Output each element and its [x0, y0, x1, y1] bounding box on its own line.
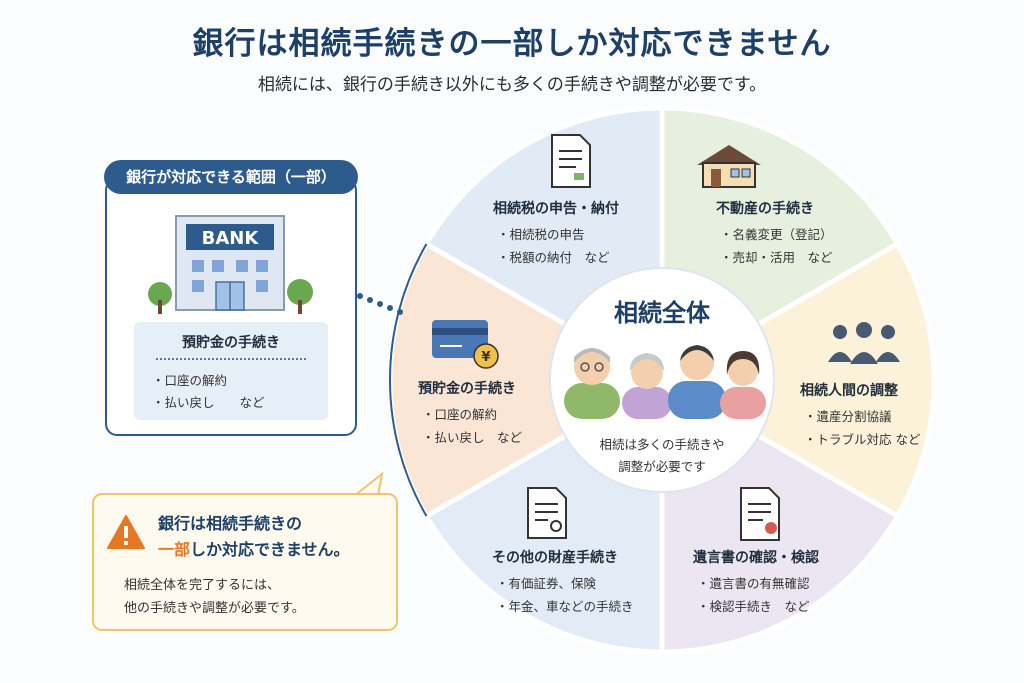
warning-body-line2: 他の手続きや調整が必要です。: [124, 601, 305, 616]
segment-item-heirs: ・トラブル対応 など: [804, 432, 921, 447]
bank-scope-tab: 銀行が対応できる範囲（一部）: [104, 160, 358, 194]
bank-building-icon: BANK: [148, 215, 313, 314]
svg-text:¥: ¥: [481, 350, 490, 365]
bank-deposit-title: 預貯金の手続き: [182, 335, 280, 351]
bank-sign-text: BANK: [202, 228, 260, 249]
warning-heading-line1: 銀行は相続手続きの: [158, 514, 303, 533]
segment-title-will: 遺言書の確認・検認: [693, 550, 819, 566]
segment-item-deposit: ・口座の解約: [422, 407, 498, 422]
warning-heading-line2: 一部しか対応できません。: [158, 536, 350, 560]
segment-item-will: ・遺言書の有無確認: [697, 576, 810, 591]
segment-title-heirs: 相続人間の調整: [800, 383, 898, 399]
segment-title-tax: 相続税の申告・納付: [493, 201, 619, 217]
document-icon: [551, 134, 591, 188]
warning-callout: [92, 493, 398, 631]
segment-item-will: ・検認手続き など: [697, 599, 810, 614]
center-title: 相続全体: [614, 299, 710, 327]
page-subtitle: 相続には、銀行の手続き以外にも多くの手続きや調整が必要です。: [257, 75, 767, 95]
segment-item-tax: ・相続税の申告: [497, 227, 585, 242]
bank-deposit-item: ・払い戻し など: [152, 395, 265, 410]
family-illustration: [564, 345, 766, 419]
will-document-icon: [740, 487, 780, 541]
divider: [156, 358, 306, 360]
segment-item-tax: ・税額の納付 など: [497, 250, 610, 265]
segment-title-assets: その他の財産手続き: [492, 550, 618, 566]
connector-dots: [357, 293, 403, 315]
warning-heading-rest: しか対応できません。: [190, 540, 350, 559]
bank-deposit-item: ・口座の解約: [152, 373, 228, 388]
bankbook-icon: ¥: [432, 320, 499, 369]
center-caption-line2: 調整が必要です: [618, 459, 706, 474]
segment-item-realestate: ・売却・活用 など: [720, 250, 833, 265]
segment-item-assets: ・年金、車などの手続き: [496, 599, 634, 614]
segment-title-realestate: 不動産の手続き: [716, 201, 814, 217]
asset-document-icon: [527, 487, 567, 539]
segment-item-assets: ・有価証券、保険: [496, 576, 597, 591]
bank-deposit-box: 預貯金の手続き ・口座の解約 ・払い戻し など: [134, 322, 328, 420]
segment-item-realestate: ・名義変更（登記）: [720, 227, 833, 242]
deposit-segment-highlight: [389, 243, 428, 517]
segment-item-heirs: ・遺産分割協議: [804, 409, 892, 424]
page-title: 銀行は相続手続きの一部しか対応できません: [192, 26, 832, 62]
warning-accent: 一部: [158, 540, 191, 559]
warning-icon: [107, 515, 145, 549]
house-icon: [697, 145, 761, 188]
people-icon: [828, 322, 900, 364]
segment-title-deposit: 預貯金の手続き: [418, 381, 516, 397]
segment-item-deposit: ・払い戻し など: [422, 430, 523, 445]
center-caption-line1: 相続は多くの手続きや: [599, 437, 725, 452]
segment-realestate: [656, 240, 937, 520]
warning-body-line1: 相続全体を完了するには、: [124, 578, 281, 593]
